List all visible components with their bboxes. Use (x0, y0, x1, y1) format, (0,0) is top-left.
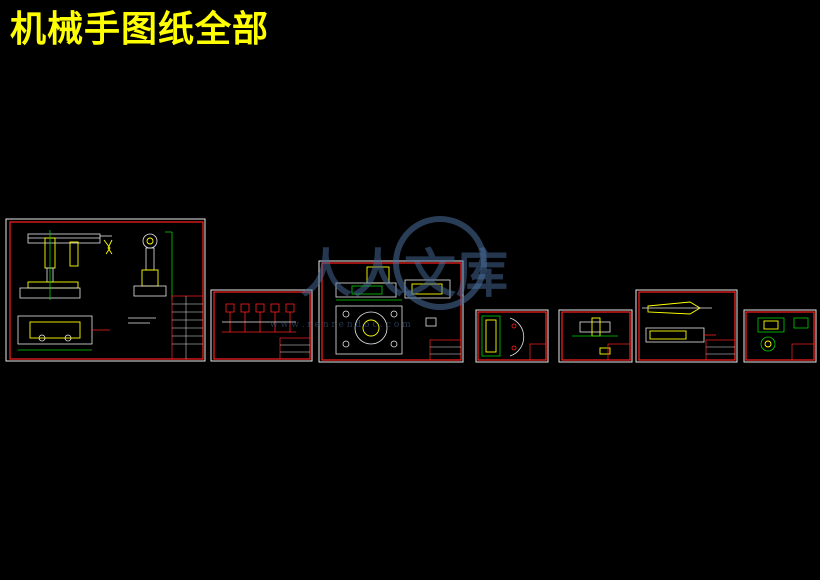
drawing-sheet-base[interactable] (318, 260, 464, 363)
drawing-sheet-schematic[interactable] (210, 289, 313, 362)
drawing-sheet-shaft[interactable] (558, 309, 633, 363)
watermark-url: w w w . r e n r e n d o c . c o m (270, 320, 411, 330)
watermark-logo: 人人文库 w w w . r e n r e n d o c . c o m (270, 216, 508, 330)
drawing-sheet-cylinder[interactable] (635, 289, 738, 363)
drawing-sheet-flange[interactable] (475, 309, 549, 363)
drawing-sheet-assembly[interactable] (5, 218, 206, 362)
watermark-text: 人人文库 (300, 244, 508, 305)
drawing-sheet-gear[interactable] (743, 309, 817, 363)
page-title: 机械手图纸全部 (10, 9, 270, 50)
